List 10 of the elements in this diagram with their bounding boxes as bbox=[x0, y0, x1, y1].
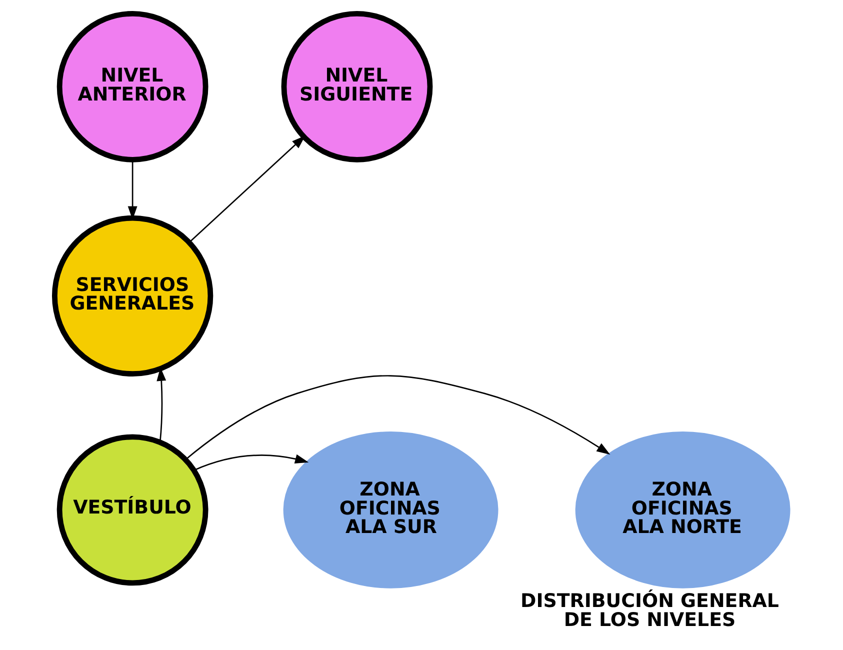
arrow bbox=[184, 375, 610, 460]
arrow bbox=[193, 454, 308, 471]
node-circle: VESTÍBULO bbox=[56, 434, 208, 586]
node-ellipse: ZONA OFICINAS ALA SUR bbox=[282, 432, 498, 588]
caption: DISTRIBUCIÓN GENERAL DE LOS NIVELES bbox=[520, 590, 778, 631]
node-circle: NIVEL ANTERIOR bbox=[56, 10, 208, 162]
arrow bbox=[188, 136, 305, 242]
node-ellipse: ZONA OFICINAS ALA NORTE bbox=[574, 432, 790, 588]
node-circle: SERVICIOS GENERALES bbox=[51, 215, 213, 377]
node-circle: NIVEL SIGUIENTE bbox=[280, 10, 432, 162]
